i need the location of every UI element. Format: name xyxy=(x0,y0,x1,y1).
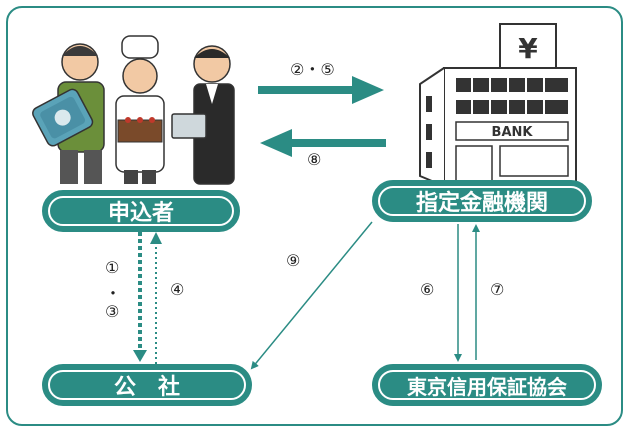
yen-sign: ¥ xyxy=(518,32,538,65)
step-label-4: ④ xyxy=(170,280,185,299)
node-guarantee: 東京信用保証協会 xyxy=(372,364,602,406)
arrow-bank-to-applicant xyxy=(260,129,386,157)
step-label-6: ⑥ xyxy=(420,280,435,299)
step-label-dot: ・ xyxy=(105,284,122,303)
arrow-applicant-to-corporation xyxy=(133,232,147,362)
node-corporation: 公 社 xyxy=(42,364,252,406)
node-applicant: 申込者 xyxy=(42,190,240,232)
step-label-1: ① xyxy=(105,258,120,277)
diagram-frame xyxy=(6,6,623,426)
step-label-9: ⑨ xyxy=(286,251,301,270)
node-applicant-label: 申込者 xyxy=(107,201,174,226)
bank-sign: BANK xyxy=(492,125,534,140)
step-label-3: ③ xyxy=(105,302,120,321)
applicants-illustration xyxy=(32,35,235,185)
arrow-bank-to-corporation xyxy=(250,221,373,370)
node-bank-label: 指定金融機関 xyxy=(415,191,548,216)
step-label-7: ⑦ xyxy=(490,280,505,299)
node-bank: 指定金融機関 xyxy=(372,180,592,222)
step-label-8: ⑧ xyxy=(307,150,322,169)
step-label-2-5: ②・⑤ xyxy=(290,60,335,79)
node-guarantee-label: 東京信用保証協会 xyxy=(407,374,567,399)
arrow-applicant-to-bank xyxy=(258,76,384,104)
arrow-corporation-to-applicant xyxy=(150,232,162,364)
node-corporation-label: 公 社 xyxy=(113,375,180,400)
bank-illustration: ¥ BANK xyxy=(419,23,577,187)
